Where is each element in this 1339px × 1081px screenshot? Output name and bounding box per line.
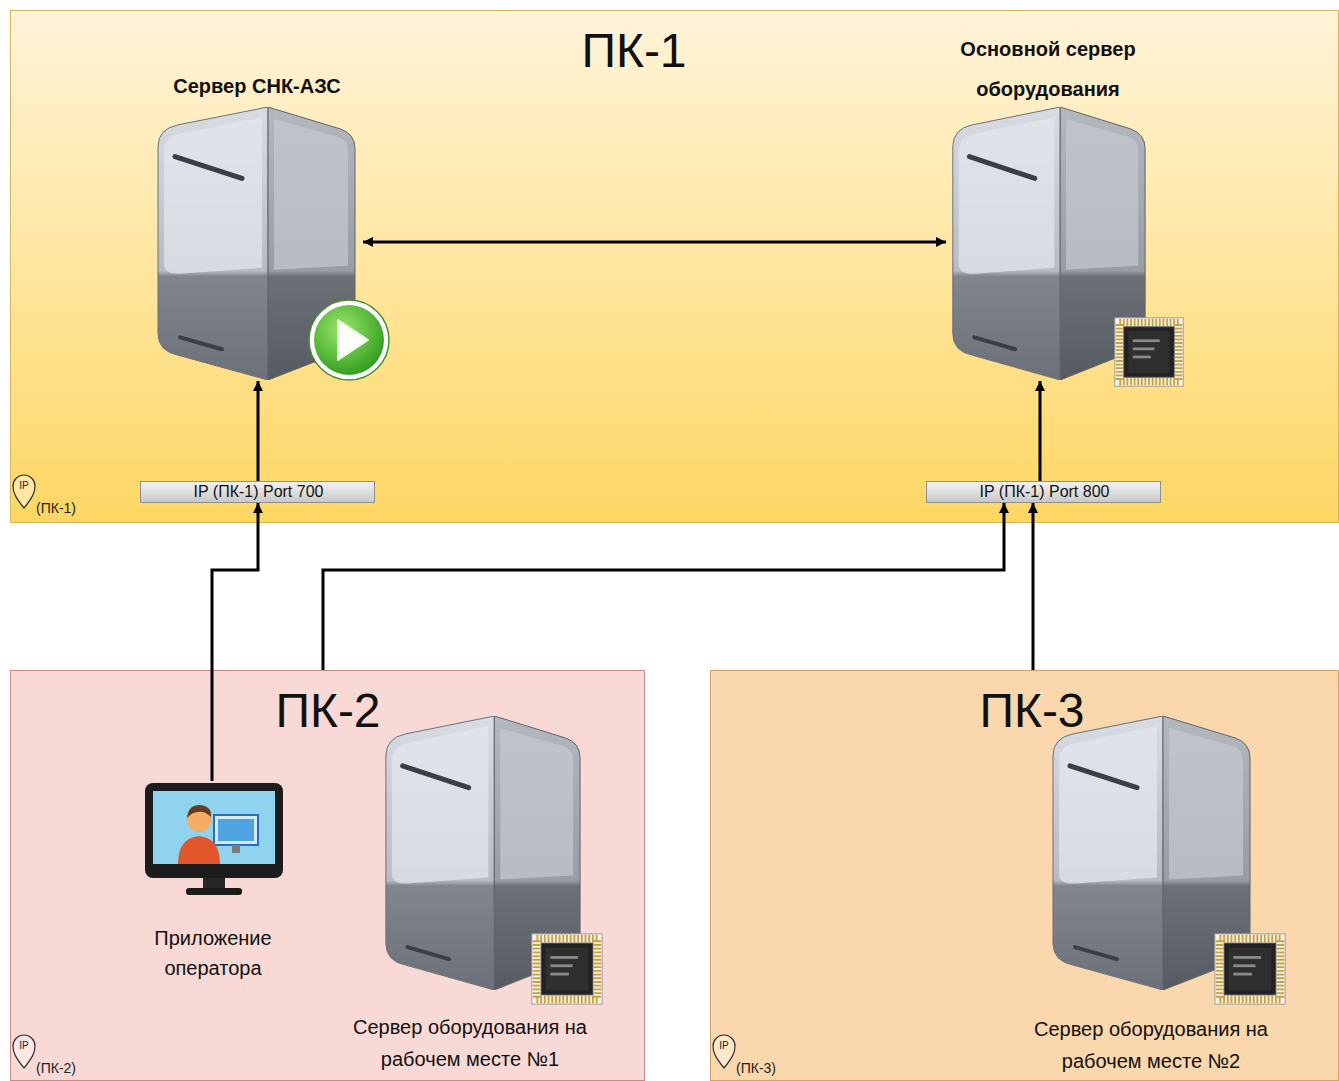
server-label: Сервер оборудования на рабочем месте №2	[1021, 1013, 1281, 1077]
connector	[363, 241, 946, 244]
ip-caption: (ПК-1)	[36, 499, 76, 517]
app-label: Приложение оператора	[113, 923, 313, 983]
port-label: IP (ПК-1) Port 700	[141, 482, 376, 502]
zone-title: ПК-1	[534, 23, 734, 79]
ip-mark: IP	[714, 1039, 734, 1053]
zone-title: ПК-2	[228, 683, 428, 739]
play-icon	[309, 300, 389, 380]
connector	[1032, 503, 1035, 670]
monitor-icon	[145, 783, 283, 895]
ip-caption: (ПК-2)	[36, 1059, 76, 1077]
ip-caption: (ПК-3)	[736, 1059, 776, 1077]
server-title: Основной сервер оборудования	[928, 29, 1168, 109]
server-title: Сервер СНК-АЗС	[111, 73, 403, 99]
processor-icon	[1115, 318, 1183, 386]
processor-icon	[1215, 934, 1285, 1004]
port-box: IP (ПК-1) Port 800	[926, 481, 1161, 503]
port-box: IP (ПК-1) Port 700	[140, 481, 375, 503]
server-label: Сервер оборудования на рабочем месте №1	[340, 1011, 600, 1075]
ip-mark: IP	[14, 479, 34, 493]
zone-title: ПК-3	[932, 683, 1132, 739]
connector	[323, 503, 1004, 670]
connector	[257, 381, 260, 481]
connector	[212, 503, 258, 781]
ip-pin	[13, 475, 735, 1068]
connector	[1039, 381, 1042, 481]
port-label: IP (ПК-1) Port 800	[927, 482, 1162, 502]
ip-mark: IP	[14, 1039, 34, 1053]
processor-icon	[532, 934, 602, 1004]
